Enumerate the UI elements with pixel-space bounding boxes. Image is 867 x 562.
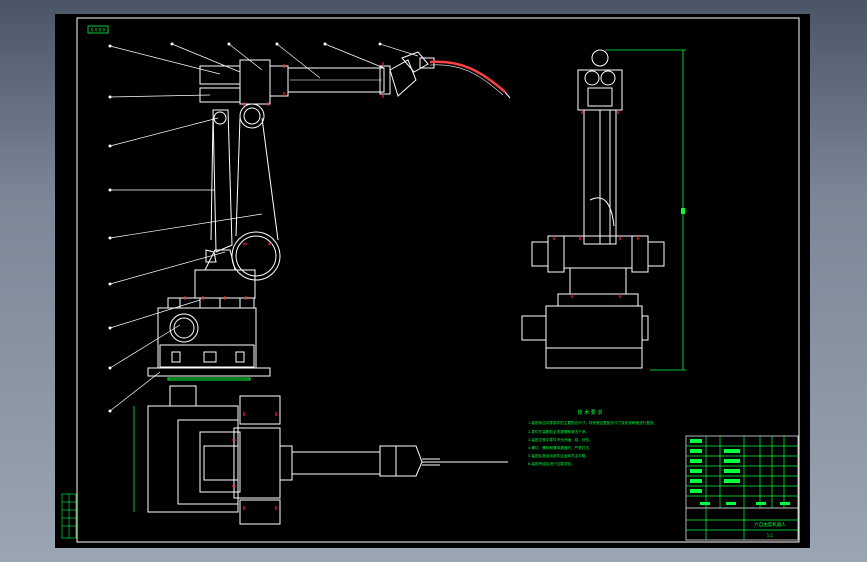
note-line-5: 5.装配后各运动部件应运转灵活平稳。 [528, 453, 589, 458]
notes-block: 1.装配前应对零部件的主要配合尺寸，特别是过盈配合尺寸及相关精度进行复查。 2.… [528, 420, 657, 466]
sheet-border [76, 17, 800, 543]
left-revision-table [61, 493, 77, 539]
sheet-paper [55, 14, 810, 548]
top-left-tag: 0 0 0 0 [91, 28, 105, 33]
balloon-markers [108, 42, 382, 413]
note-line-1: 1.装配前应对零部件的主要配合尺寸，特别是过盈配合尺寸及相关精度进行复查。 [528, 420, 657, 425]
torch-cable [429, 60, 506, 93]
title-block-name: 六自由度机器人 [754, 521, 786, 528]
bolt-markers-front [553, 110, 639, 298]
note-line-4: 4.螺钉、螺栓和螺母紧固时，严禁打击。 [528, 445, 593, 450]
title-block [685, 435, 799, 541]
front-view [521, 49, 665, 369]
top-view [147, 385, 508, 525]
note-line-3: 3.装配过程中零件不允许磕、碰、划伤。 [528, 437, 593, 442]
top-left-tag-box [87, 25, 109, 34]
title-block-scale: 1:1 [767, 533, 774, 538]
notes-title: 技 术 要 求 [578, 409, 603, 416]
bolt-markers-side [184, 62, 384, 300]
note-line-2: 2.零件在装配前必须清理和清洗干净。 [528, 429, 589, 434]
bolt-markers-top [232, 412, 277, 510]
side-view [147, 51, 435, 381]
note-line-6: 6.装配完成后进行空载试验。 [528, 461, 575, 466]
leader-lines [109, 43, 419, 412]
